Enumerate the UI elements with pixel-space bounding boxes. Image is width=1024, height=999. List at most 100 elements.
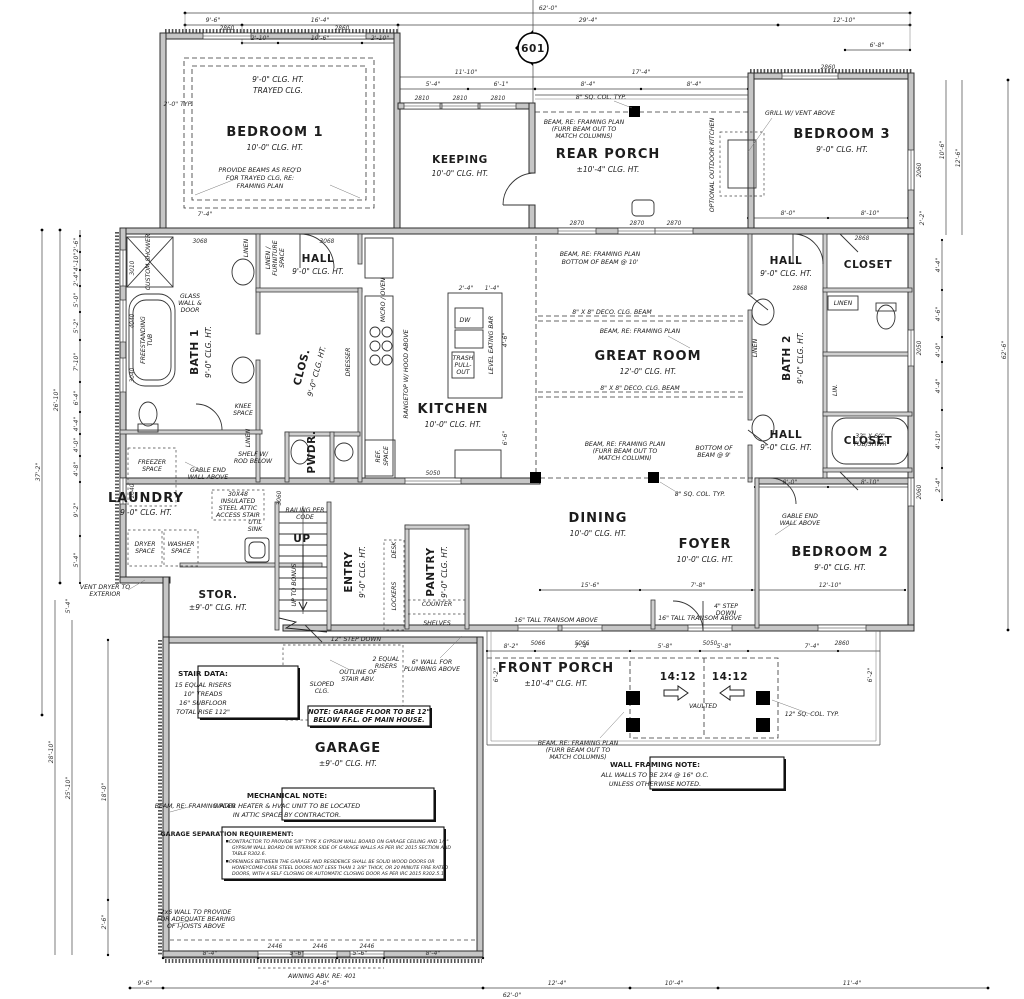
window-tags: 2860 2860 2810 2810 2810 2870 2870 2870 … [130,26,923,950]
svg-text:4'-0": 4'-0" [73,438,80,453]
kitchen-counter [364,295,394,477]
eating-bar: LEVEL EATING BAR [488,316,495,374]
svg-text:2040: 2040 [130,483,136,498]
beam10-note: BEAM, RE: FRAMING PLAN [560,251,641,258]
svg-text:MATCH COLUMN): MATCH COLUMN) [598,455,651,462]
room-kitchen: KITCHEN [418,402,489,417]
stairs [278,506,328,633]
outline-stair: OUTLINE OF [339,669,377,676]
svg-text:CODE: CODE [296,514,314,521]
beam-garage: BEAM, RE: FRAMING PLAN [155,803,236,810]
svg-text:DOWN: DOWN [716,610,737,617]
svg-text:2860: 2860 [835,641,850,647]
svg-text:15'-6": 15'-6" [581,582,600,589]
svg-text:11'-4": 11'-4" [843,980,862,987]
porch-sink [631,199,655,217]
shelves: SHELVES [423,620,451,627]
room-bedroom1-clg: 10'-0" CLG. HT. [247,143,304,152]
svg-text:26'-10": 26'-10" [53,389,60,412]
room-great-room: GREAT ROOM [594,349,701,364]
svg-text:9'-0" CLG. HT.: 9'-0" CLG. HT. [292,267,344,276]
svg-text:PULL-: PULL- [455,362,472,369]
svg-text:25'-10": 25'-10" [65,777,72,800]
deco-beam-2: 8" X 8" DECO. CLG. BEAM [600,385,680,392]
svg-text:OUT: OUT [456,369,470,376]
oven-cabinet [364,237,394,279]
svg-text:10'-0" CLG. HT.: 10'-0" CLG. HT. [432,169,489,178]
garage-floor-note: NOTE: GARAGE FLOOR TO BE 12" [308,708,430,716]
svg-text:2'-0" TYP.: 2'-0" TYP. [163,101,192,108]
svg-text:TUB/SHWR: TUB/SHWR [853,441,887,448]
col12: 12" SQ. COL. TYP. [785,711,839,718]
svg-text:7'-10": 7'-10" [73,353,80,372]
svg-text:8'-4": 8'-4" [581,81,596,88]
svg-text:4'-4": 4'-4" [935,379,942,394]
garage-separation-title: GARAGE SEPARATION REQUIREMENT: [160,830,293,838]
svg-text:7'-4": 7'-4" [575,643,590,650]
shelf-rod: SHELF W/ [238,451,269,458]
svg-text:8'-4": 8'-4" [203,950,218,957]
svg-text:12'-10": 12'-10" [833,17,856,24]
room-hall-right-top: HALL [770,255,803,267]
svg-text:4'-4": 4'-4" [73,417,80,432]
svg-text:2868: 2868 [793,286,808,292]
svg-text:FURNITURE: FURNITURE [272,240,279,275]
col8-note: 8" SQ. COL. TYP. [576,94,626,101]
svg-text:5'-8": 5'-8" [658,643,673,650]
stair-data-title: STAIR DATA: [178,669,228,678]
gable-laundry: GABLE END [190,467,226,474]
svg-text:62'-6": 62'-6" [1001,341,1008,360]
dimension-labels: 62'-0" 9'-6" 16'-4" 29'-4" 12'-10" 2'-10… [35,5,1008,999]
grill [727,139,757,189]
svg-text:10'-0" CLG. HT.: 10'-0" CLG. HT. [425,420,482,429]
tub-shower [831,417,909,465]
svg-text:ACCESS STAIR: ACCESS STAIR [215,512,260,519]
svg-text:BELOW F.F.L. OF MAIN HOUSE.: BELOW F.F.L. OF MAIN HOUSE. [313,716,424,724]
beam-furr-rear: BEAM, RE: FRAMING PLAN [544,119,625,126]
svg-text:9'-0" CLG. HT.: 9'-0" CLG. HT. [760,443,812,452]
room-pantry: PANTRY [425,547,437,597]
svg-text:TABLE R302.6.: TABLE R302.6. [232,851,266,857]
freezer-space: FREEZER [138,459,166,466]
svg-text:2'-6": 2'-6" [73,238,80,253]
trash-cabinet [451,351,475,379]
note-boxes: STAIR DATA: 15 EQUAL RISERS 10" TREADS 1… [160,665,786,881]
svg-text:TOTAL RISE 112": TOTAL RISE 112" [176,708,230,716]
svg-text:DOOR: DOOR [181,307,200,314]
room-front-porch: FRONT PORCH [498,661,614,676]
svg-text:2'-4": 2'-4" [73,272,80,287]
svg-text:9'-0" CLG. HT.: 9'-0" CLG. HT. [440,546,449,598]
svg-text:7'-4": 7'-4" [805,643,820,650]
svg-text:9'-0" CLG. HT.: 9'-0" CLG. HT. [816,145,868,154]
beam-furr-front: BEAM, RE: FRAMING PLAN [538,740,619,747]
svg-text:8'-4": 8'-4" [687,81,702,88]
svg-text:7'-8": 7'-8" [691,582,706,589]
svg-text:±10'-4" CLG. HT.: ±10'-4" CLG. HT. [525,679,588,688]
linen-shelf [827,295,859,311]
tub-shwr-label: 32" X 60" [855,433,885,440]
room-stor: STOR. [199,589,238,601]
dryer-space: DRYER [134,541,155,548]
svg-text:MATCH COLUMNS): MATCH COLUMNS) [555,133,612,140]
svg-text:SPACE: SPACE [142,466,162,473]
svg-text:IN ATTIC SPACE BY CONTRACTOR.: IN ATTIC SPACE BY CONTRACTOR. [233,811,341,819]
svg-text:EXTERIOR: EXTERIOR [89,591,120,598]
sink [334,442,354,462]
room-pwdr: PWDR. [306,430,318,473]
svg-text:4'-10": 4'-10" [73,253,80,272]
svg-text:INSULATED: INSULATED [221,498,256,505]
columns [530,106,770,732]
sink [231,356,255,384]
room-entry: ENTRY [343,551,355,592]
svg-text:2446: 2446 [313,944,328,950]
svg-text:8'-4": 8'-4" [426,950,441,957]
svg-text:18'-0": 18'-0" [101,783,108,802]
up-label: UP [293,533,310,545]
desk: DESK [391,541,398,559]
room-bedroom1: BEDROOM 1 [226,125,323,140]
dresser: DRESSER [345,348,352,377]
glass-wall: GLASS [180,293,200,300]
outdoor-kitchen-note: OPTIONAL OUTDOOR KITCHEN [709,117,716,212]
svg-text:2'-6": 2'-6" [101,915,108,930]
svg-text:3068: 3068 [193,239,208,245]
